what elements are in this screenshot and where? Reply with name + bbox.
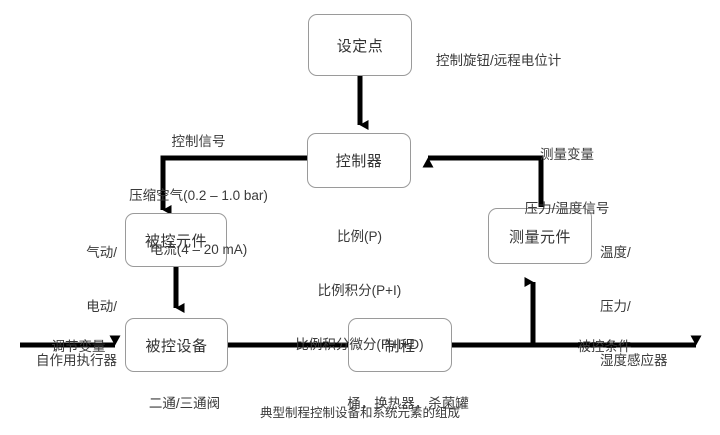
label-control-signal-line2: 压缩空气(0.2 – 1.0 bar) [129, 188, 268, 203]
label-controller-modes: 比例(P) 比例积分(P+I) 比例积分微分(P+I+D) [272, 192, 447, 390]
diagram-caption-text: 典型制程控制设备和系统元素的组成 [259, 406, 460, 420]
node-controlled-equipment-label: 被控设备 [145, 337, 208, 355]
label-actuator-line1: 气动/ [86, 245, 117, 260]
label-actuator-line3: 自作用执行器 [36, 353, 117, 368]
label-measured-variable-line1: 测量变量 [540, 147, 594, 162]
label-controller-mode-pid: 比例积分微分(P+I+D) [295, 337, 424, 352]
label-control-signal: 控制信号 压缩空气(0.2 – 1.0 bar) 电流(4 – 20 mA) [106, 97, 291, 295]
label-process-note: 桶，换热器，杀菌罐 [313, 377, 488, 431]
node-measuring-element[interactable]: 测量元件 [488, 208, 592, 264]
node-measuring-element-label: 测量元件 [508, 228, 571, 246]
label-sensor-line1: 温度/ [600, 245, 631, 260]
label-controller-mode-pi: 比例积分(P+I) [317, 283, 402, 298]
label-controller-mode-p: 比例(P) [337, 229, 382, 244]
node-controlled-element-label: 被控元件 [144, 232, 207, 250]
label-setpoint-note: 控制旋钮/远程电位计 [421, 34, 561, 88]
label-controlled-condition-text: 被控条件 [577, 339, 632, 354]
label-manipulated-variable: 调节变量 [28, 320, 114, 374]
node-controlled-equipment[interactable]: 被控设备 [125, 318, 228, 372]
label-sensor-line3: 湿度感应器 [600, 353, 668, 368]
node-controller-label: 控制器 [335, 153, 383, 170]
label-measured-variable-line2: 压力/温度信号 [524, 201, 610, 216]
label-actuator-types: 气动/ 电动/ 自作用执行器 [5, 208, 117, 406]
diagram-caption: 典型制程控制设备和系统元素的组成 [0, 402, 720, 421]
node-process[interactable]: 制程 [348, 318, 452, 372]
node-setpoint-label: 设定点 [336, 37, 384, 55]
label-measured-variable: 测量变量 压力/温度信号 [487, 110, 647, 254]
label-actuator-line2: 电动/ [86, 299, 117, 314]
label-control-signal-line3: 电流(4 – 20 mA) [149, 242, 248, 257]
node-process-label: 制程 [384, 337, 416, 355]
label-valve-note: 二通/三通阀 [112, 377, 242, 431]
node-controlled-element[interactable]: 被控元件 [125, 213, 227, 267]
label-controlled-condition: 被控条件 [552, 320, 642, 374]
label-sensor-line2: 压力/ [600, 299, 631, 314]
label-sensor-types: 温度/ 压力/ 湿度感应器 [600, 208, 718, 406]
label-process-note-text: 桶，换热器，杀菌罐 [347, 396, 469, 411]
label-setpoint-note-text: 控制旋钮/远程电位计 [436, 53, 562, 68]
node-setpoint[interactable]: 设定点 [308, 14, 412, 76]
node-controller[interactable]: 控制器 [307, 133, 411, 188]
label-valve-note-text: 二通/三通阀 [148, 396, 221, 411]
label-manipulated-variable-text: 调节变量 [51, 339, 106, 354]
label-control-signal-line1: 控制信号 [171, 134, 226, 149]
